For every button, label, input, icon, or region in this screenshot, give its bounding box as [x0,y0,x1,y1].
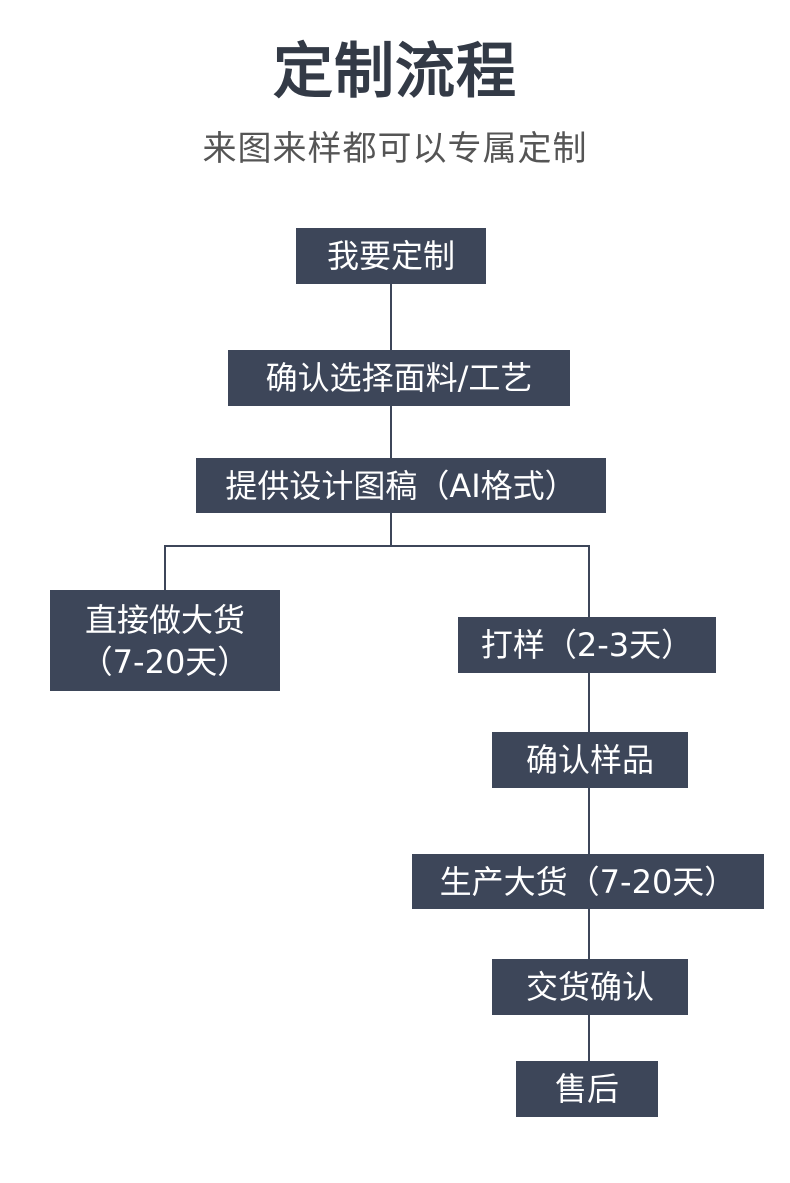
node-delivery-label: 交货确认 [525,968,654,1006]
node-confirm-sample: 确认样品 [492,732,688,788]
node-material: 确认选择面料/工艺 [228,350,570,406]
node-direct-line1: 直接做大货 [84,600,245,639]
node-start-label: 我要定制 [326,237,455,275]
node-confirm-sample-label: 确认样品 [525,741,654,779]
node-after-sales-label: 售后 [554,1070,619,1108]
page-subtitle: 来图来样都可以专属定制 [202,129,588,169]
node-sample-label: 打样（2-3天） [480,626,694,664]
node-sample: 打样（2-3天） [458,617,716,673]
connector-start-material [390,284,392,350]
node-design: 提供设计图稿（AI格式） [196,458,606,513]
node-production: 生产大货（7-20天） [412,854,764,909]
node-direct-production: 直接做大货 （7-20天） [50,590,280,691]
connector-branch-sample [588,545,590,617]
node-after-sales: 售后 [516,1061,658,1117]
node-start: 我要定制 [296,228,486,284]
connector-branch-direct [164,545,166,590]
node-delivery: 交货确认 [492,959,688,1015]
node-design-label: 提供设计图稿（AI格式） [225,466,577,505]
page-title: 定制流程 [273,37,517,107]
node-production-label: 生产大货（7-20天） [439,862,737,901]
node-direct-line2: （7-20天） [80,642,250,681]
connector-delivery-aftersales [588,1015,590,1061]
node-material-label: 确认选择面料/工艺 [265,359,533,397]
connector-confirm-production [588,788,590,854]
connector-design-branch [390,513,392,547]
connector-material-design [390,406,392,458]
connector-branch-horizontal [164,545,590,547]
connector-production-delivery [588,909,590,959]
connector-sample-confirm [588,673,590,732]
